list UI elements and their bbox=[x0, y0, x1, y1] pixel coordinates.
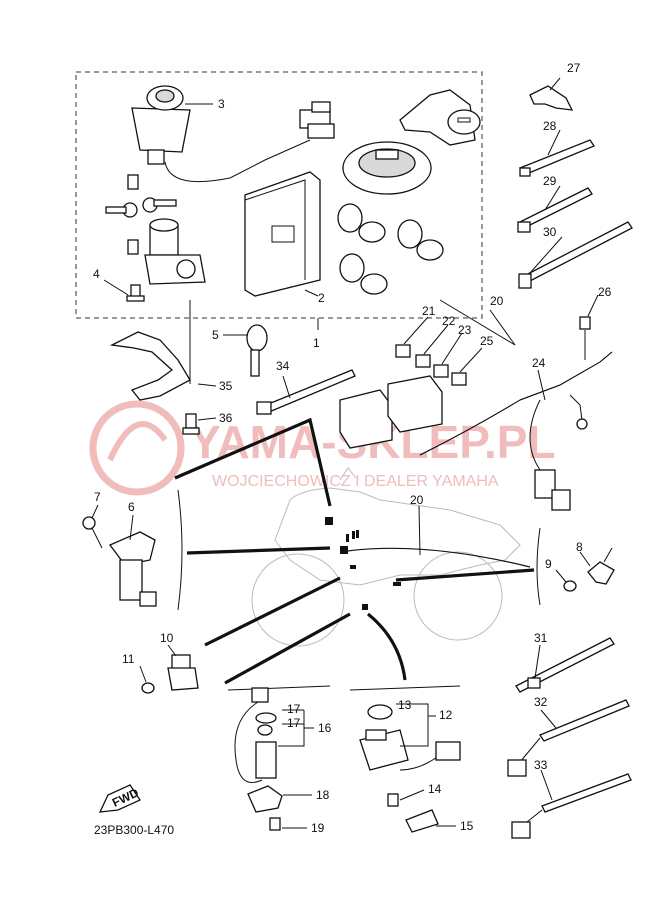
callout-11: 11 bbox=[122, 652, 135, 666]
callout-22: 22 bbox=[442, 314, 456, 328]
key-5 bbox=[246, 324, 268, 377]
bracket-35 bbox=[109, 300, 191, 401]
link-lines bbox=[174, 417, 541, 691]
clamps-ties bbox=[517, 85, 633, 289]
callout-17-first: 17 bbox=[287, 702, 301, 716]
kit-outline bbox=[75, 71, 483, 319]
callout-7: 7 bbox=[94, 490, 101, 504]
callout-6: 6 bbox=[128, 500, 135, 514]
fuel-cap bbox=[342, 141, 432, 195]
cable-tie-34 bbox=[256, 369, 356, 415]
callout-1: 1 bbox=[313, 336, 320, 350]
callout-36: 36 bbox=[219, 411, 233, 425]
callout-19: 19 bbox=[311, 821, 325, 835]
wire-harness bbox=[419, 299, 613, 511]
callout-34: 34 bbox=[276, 359, 290, 373]
callout-21: 21 bbox=[422, 304, 436, 318]
callout-20-top: 20 bbox=[490, 294, 504, 308]
motorcycle-outline bbox=[251, 467, 531, 647]
callout-24: 24 bbox=[532, 356, 546, 370]
steering-lock bbox=[127, 174, 206, 285]
callout-2: 2 bbox=[318, 291, 325, 305]
callout-20-bottom: 20 bbox=[410, 493, 424, 507]
callout-31: 31 bbox=[534, 631, 548, 645]
callout-4: 4 bbox=[93, 267, 100, 281]
forward-arrow: FWD bbox=[98, 784, 141, 813]
diagram-code: 23PB300-L470 bbox=[94, 823, 174, 837]
bolt-36 bbox=[182, 413, 200, 435]
ignition-coil bbox=[82, 516, 157, 607]
sensor-12-assembly bbox=[359, 704, 461, 833]
callout-3: 3 bbox=[218, 97, 225, 111]
bolt-26 bbox=[579, 316, 591, 360]
fuses-relays bbox=[339, 344, 467, 449]
callout-35: 35 bbox=[219, 379, 233, 393]
cable-ties-31-33 bbox=[507, 637, 632, 839]
keys bbox=[105, 197, 177, 218]
main-switch bbox=[131, 85, 335, 183]
sensor-8 bbox=[563, 547, 615, 592]
callout-16: 16 bbox=[318, 721, 332, 735]
callout-33: 33 bbox=[534, 758, 548, 772]
bolt-4 bbox=[126, 284, 145, 302]
callout-18: 18 bbox=[316, 788, 330, 802]
callout-14: 14 bbox=[428, 782, 442, 796]
callout-5: 5 bbox=[212, 328, 219, 342]
callout-30: 30 bbox=[543, 225, 557, 239]
callout-29: 29 bbox=[543, 174, 557, 188]
sensor-16-assembly bbox=[234, 687, 283, 831]
watermark-logo bbox=[89, 400, 185, 496]
callout-32: 32 bbox=[534, 695, 548, 709]
seat-lock bbox=[399, 89, 481, 146]
callout-9: 9 bbox=[545, 557, 552, 571]
callout-17-second: 17 bbox=[287, 716, 301, 730]
callout-27: 27 bbox=[567, 61, 581, 75]
callout-8: 8 bbox=[576, 540, 583, 554]
callout-23: 23 bbox=[458, 323, 472, 337]
watermark-subtitle: WOJCIECHOWICZ I DEALER YAMAHA bbox=[212, 473, 499, 490]
callout-25: 25 bbox=[480, 334, 494, 348]
switch-10 bbox=[141, 654, 199, 694]
callout-15: 15 bbox=[460, 819, 474, 833]
ecu bbox=[244, 171, 321, 297]
callout-labels: 3 4 2 1 27 28 29 30 26 20 21 22 23 25 24… bbox=[93, 61, 612, 835]
callout-leaders bbox=[91, 77, 599, 829]
lock-cylinders bbox=[337, 203, 444, 295]
callout-12: 12 bbox=[439, 708, 453, 722]
callout-26: 26 bbox=[598, 285, 612, 299]
callout-13: 13 bbox=[398, 698, 412, 712]
callout-28: 28 bbox=[543, 119, 557, 133]
callout-10: 10 bbox=[160, 631, 174, 645]
